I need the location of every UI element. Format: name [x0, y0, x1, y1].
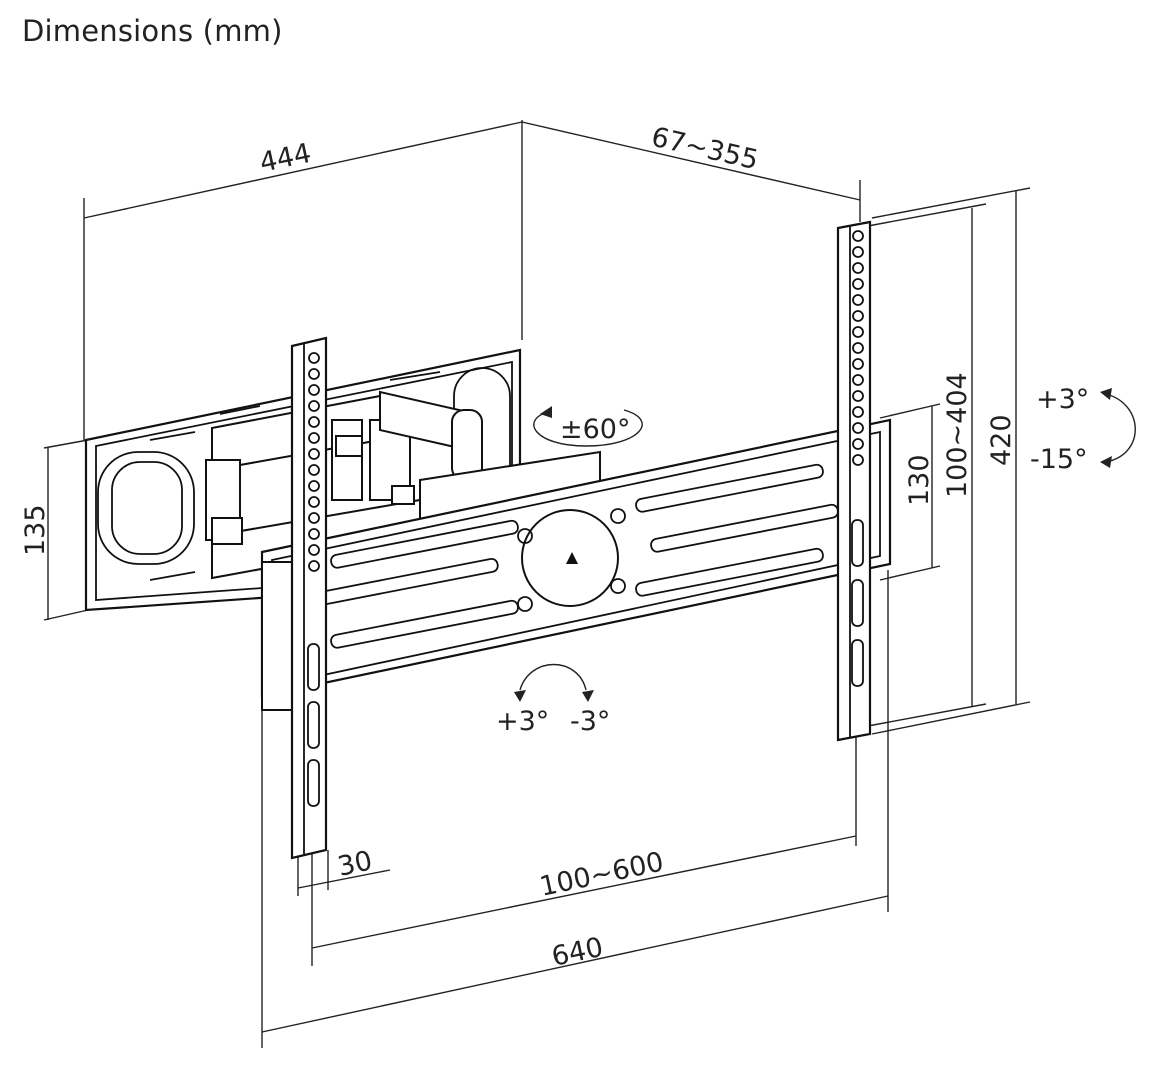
left-strap-holes: [308, 352, 320, 572]
level-arrow-icon: [514, 664, 594, 702]
label-level-plus: +3°: [496, 706, 549, 737]
left-vesa-strap: [290, 336, 328, 860]
tilt-arrow-icon: [1100, 388, 1136, 468]
label-640: 640: [549, 932, 606, 973]
right-strap-holes: [852, 230, 864, 466]
label-420: 420: [986, 414, 1017, 466]
swivel-arrow-icon: [533, 406, 643, 447]
label-swivel: ±60°: [560, 414, 630, 445]
label-level-minus: -3°: [570, 706, 610, 737]
label-100-600: 100~600: [537, 846, 666, 902]
label-135: 135: [20, 504, 51, 556]
right-vesa-strap: [836, 220, 872, 742]
page-title: Dimensions (mm): [22, 14, 283, 48]
label-100-404: 100~404: [942, 372, 973, 498]
label-67-355: 67~355: [648, 122, 761, 177]
label-tilt-down: -15°: [1030, 444, 1088, 475]
label-30: 30: [335, 845, 375, 882]
label-444: 444: [257, 138, 314, 179]
label-130: 130: [904, 454, 935, 506]
label-tilt-up: +3°: [1036, 384, 1089, 415]
dimension-lines: [43, 120, 1031, 1048]
